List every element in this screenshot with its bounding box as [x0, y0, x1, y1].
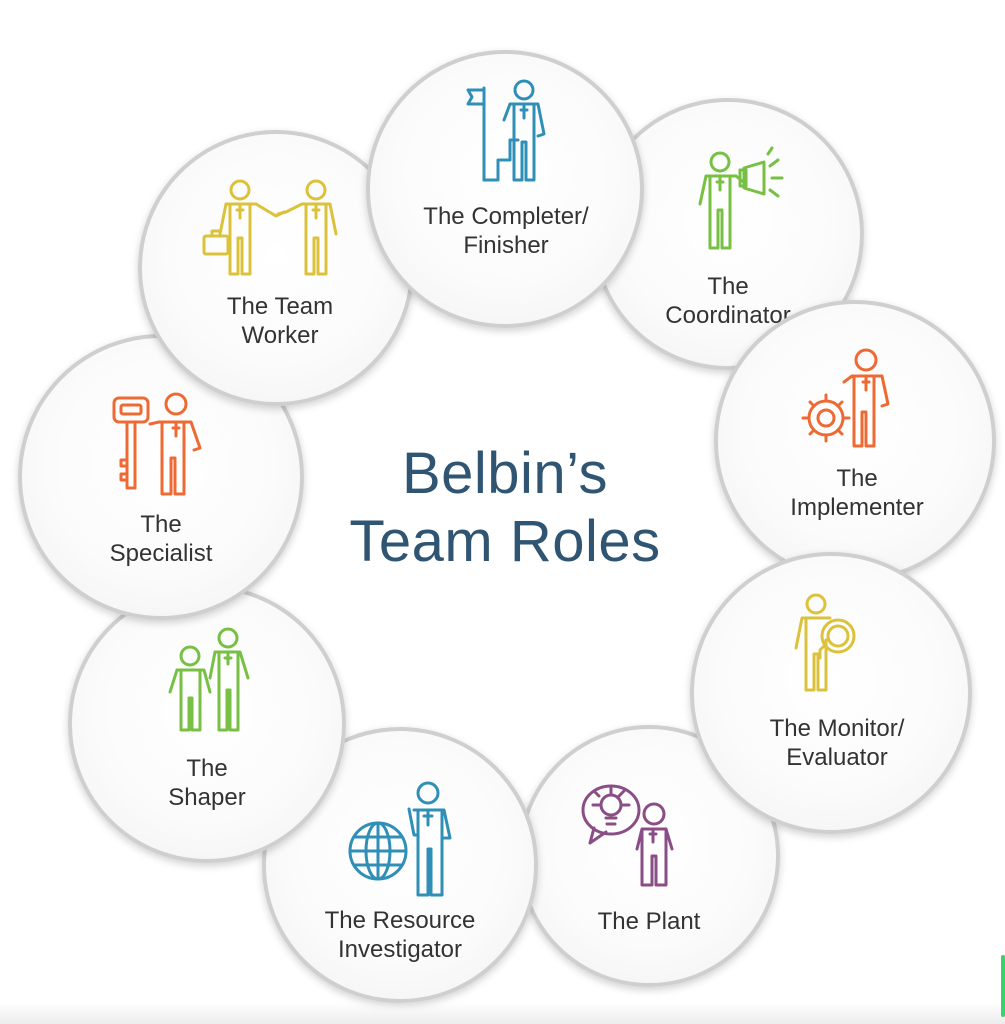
role-circle-implementer: The Implementer: [714, 300, 996, 582]
role-label-shaper: The Shaper: [168, 755, 246, 811]
role-label-resource: The Resource Investigator: [324, 907, 476, 963]
magnifier-person-icon: [794, 593, 856, 692]
role-label-specialist: The Specialist: [109, 511, 213, 567]
role-label-plant: The Plant: [597, 908, 701, 935]
role-label-implementer: The Implementer: [790, 465, 924, 521]
handshake-people-icon: [202, 179, 338, 276]
role-label-teamworker: The Team Worker: [226, 293, 334, 349]
role-circle-completer: The Completer/ Finisher: [366, 50, 644, 328]
megaphone-person-icon: [698, 146, 784, 250]
role-label-coordinator: The Coordinator: [665, 273, 791, 329]
flag-ladder-person-icon: [466, 79, 546, 182]
lightbulb-person-icon: [581, 784, 674, 887]
title-line-2: Team Roles: [349, 509, 661, 574]
edge-accent: [1001, 955, 1005, 1017]
globe-person-icon: [348, 781, 452, 897]
two-people-icon: [168, 627, 250, 732]
bottom-shadow: [0, 1002, 1005, 1024]
gear-person-icon: [801, 348, 890, 448]
role-circle-monitor: The Monitor/ Evaluator: [690, 552, 972, 834]
role-label-completer: The Completer/ Finisher: [423, 203, 589, 259]
role-circle-shaper: The Shaper: [68, 585, 346, 863]
role-label-monitor: The Monitor/ Evaluator: [769, 715, 905, 771]
key-person-icon: [112, 392, 202, 496]
title-line-1: Belbin’s: [401, 441, 609, 506]
diagram-title: Belbin’s Team Roles: [315, 440, 695, 576]
role-circle-specialist: The Specialist: [18, 334, 304, 620]
